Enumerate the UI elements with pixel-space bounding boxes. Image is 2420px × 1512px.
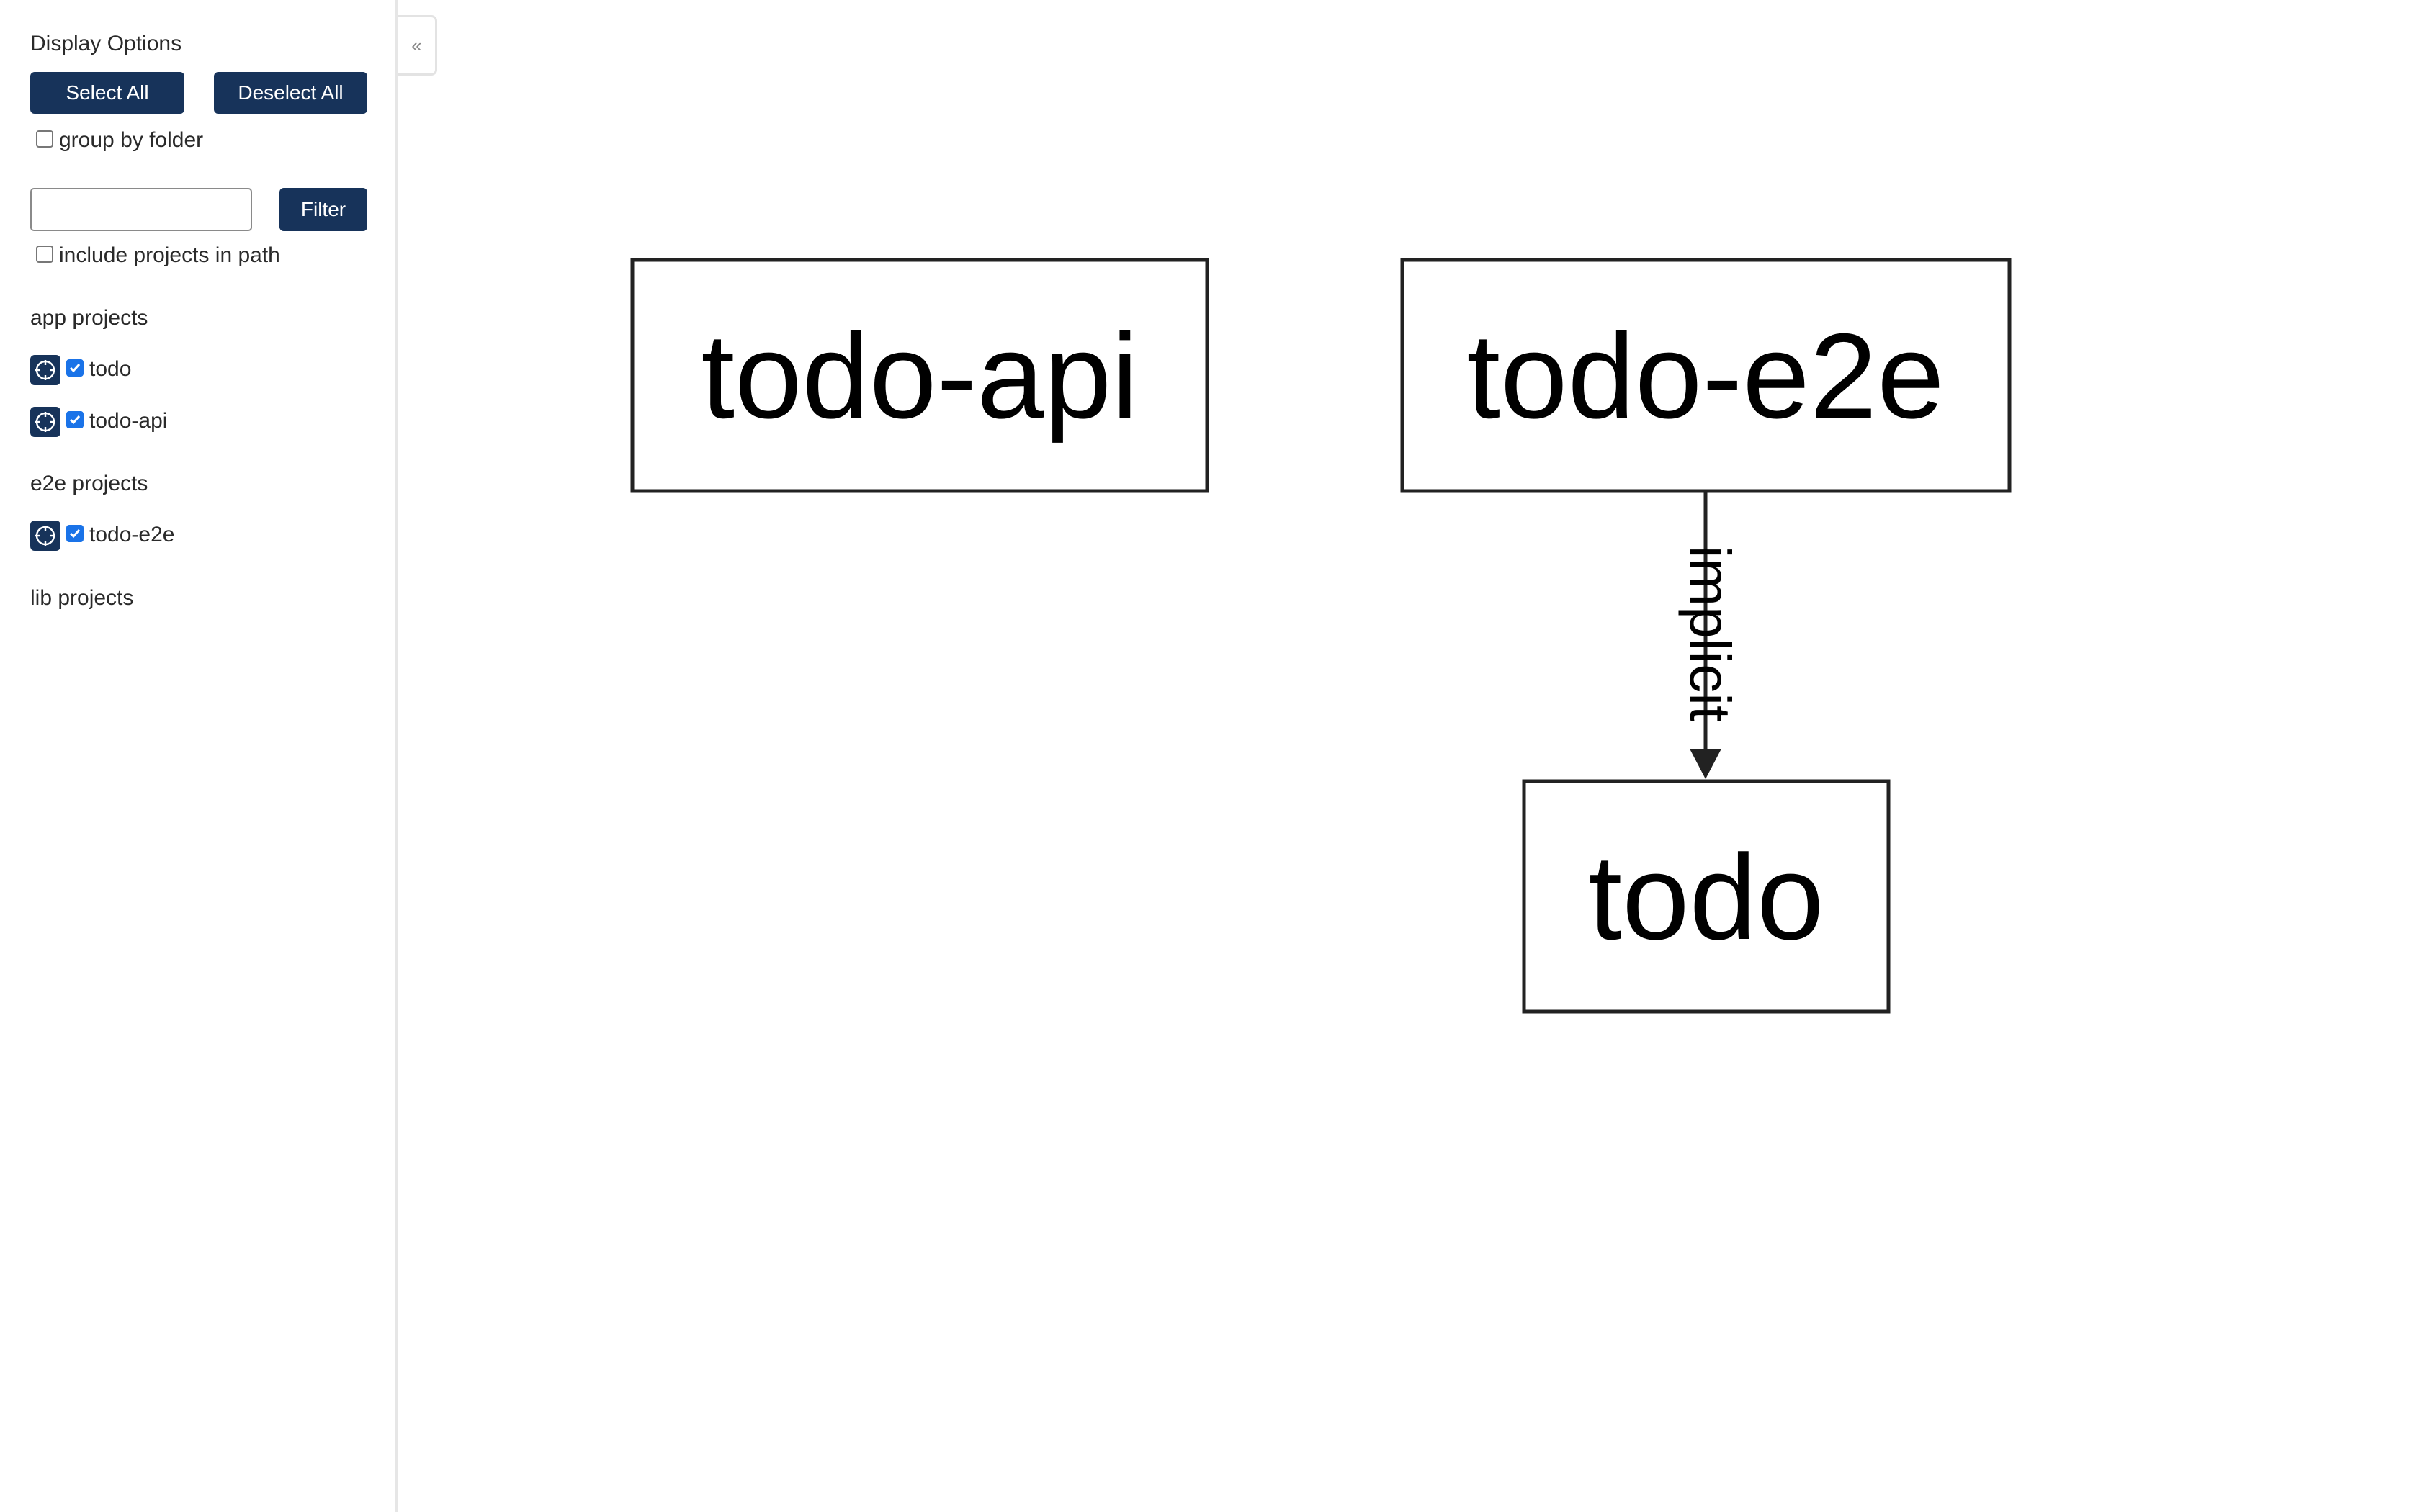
checkmark-icon (69, 364, 81, 373)
checkmark-icon (69, 529, 81, 539)
project-name: todo-api (89, 409, 168, 433)
graph-node-todo[interactable]: todo (1522, 779, 1891, 1014)
double-chevron-left-icon: « (411, 34, 422, 56)
checkmark-icon (69, 415, 81, 425)
graph-node-todo-e2e[interactable]: todo-e2e (1400, 258, 2012, 493)
include-projects-in-path-label: include projects in path (59, 243, 280, 267)
graph-node-todo-api[interactable]: todo-api (630, 258, 1209, 493)
group-by-folder-checkbox[interactable] (36, 130, 53, 148)
collapse-sidebar-button[interactable]: « (398, 15, 437, 76)
graph-edge-label: implicit (1678, 546, 1742, 721)
project-name: todo-e2e (89, 523, 175, 546)
select-all-button[interactable]: Select All (30, 72, 184, 114)
graph-node-label: todo-e2e (1466, 308, 1944, 444)
project-name: todo (89, 357, 132, 381)
graph-node-label: todo (1589, 829, 1824, 965)
deselect-all-button[interactable]: Deselect All (214, 72, 367, 114)
focus-crosshair-icon[interactable] (30, 521, 60, 551)
app-projects-title: app projects (30, 306, 148, 330)
sidebar: Display Options Select All Deselect All … (0, 0, 398, 1512)
project-checkbox-todo-e2e[interactable] (66, 525, 84, 542)
filter-input[interactable] (30, 188, 252, 231)
project-checkbox-todo[interactable] (66, 359, 84, 377)
project-checkbox-todo-api[interactable] (66, 411, 84, 428)
group-by-folder-label: group by folder (59, 128, 204, 152)
filter-button[interactable]: Filter (279, 188, 367, 231)
e2e-projects-title: e2e projects (30, 472, 148, 495)
focus-crosshair-icon[interactable] (30, 407, 60, 437)
lib-projects-title: lib projects (30, 586, 134, 610)
display-options-title: Display Options (30, 32, 182, 55)
graph-edge-implicit[interactable]: implicit (1678, 491, 1742, 779)
arrowhead-icon (1690, 749, 1721, 779)
focus-crosshair-icon[interactable] (30, 355, 60, 385)
include-projects-in-path-checkbox[interactable] (36, 246, 53, 263)
graph-node-label: todo-api (701, 308, 1138, 444)
